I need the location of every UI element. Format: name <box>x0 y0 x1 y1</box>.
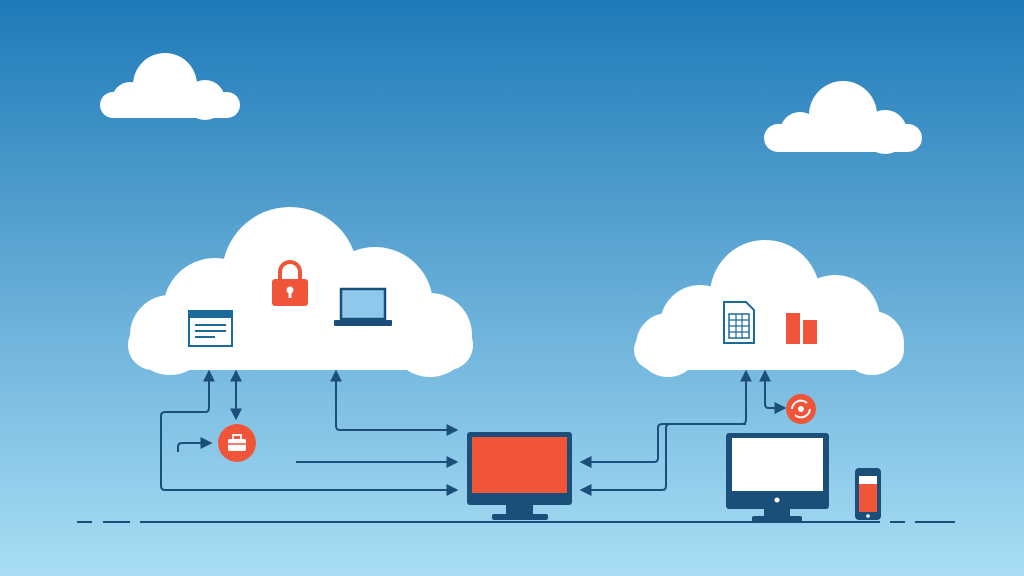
laptop-icon <box>334 287 392 326</box>
smartphone-icon <box>855 468 881 520</box>
sync-icon <box>786 394 816 424</box>
link-right-cloud-to-monitor-top <box>579 369 752 468</box>
small-cloud-top-right <box>764 81 922 154</box>
browser-window-icon <box>188 310 233 347</box>
padlock-icon <box>272 260 308 306</box>
link-toolbox-input <box>177 437 213 452</box>
bar-chart-icon <box>786 313 817 344</box>
spreadsheet-document-icon <box>723 301 755 344</box>
link-right-cloud-to-monitor-bottom <box>579 423 746 496</box>
link-left-cloud-to-monitor-bottom <box>160 369 459 496</box>
second-monitor-icon <box>726 433 829 522</box>
link-right-cloud-to-sync <box>759 369 787 414</box>
desktop-monitor-icon <box>467 432 572 520</box>
link-left-cloud-to-monitor-top <box>330 369 459 436</box>
connection-lines <box>160 369 787 496</box>
small-cloud-top-left <box>100 53 240 120</box>
toolbox-icon <box>218 424 256 462</box>
right-cloud <box>634 240 904 377</box>
